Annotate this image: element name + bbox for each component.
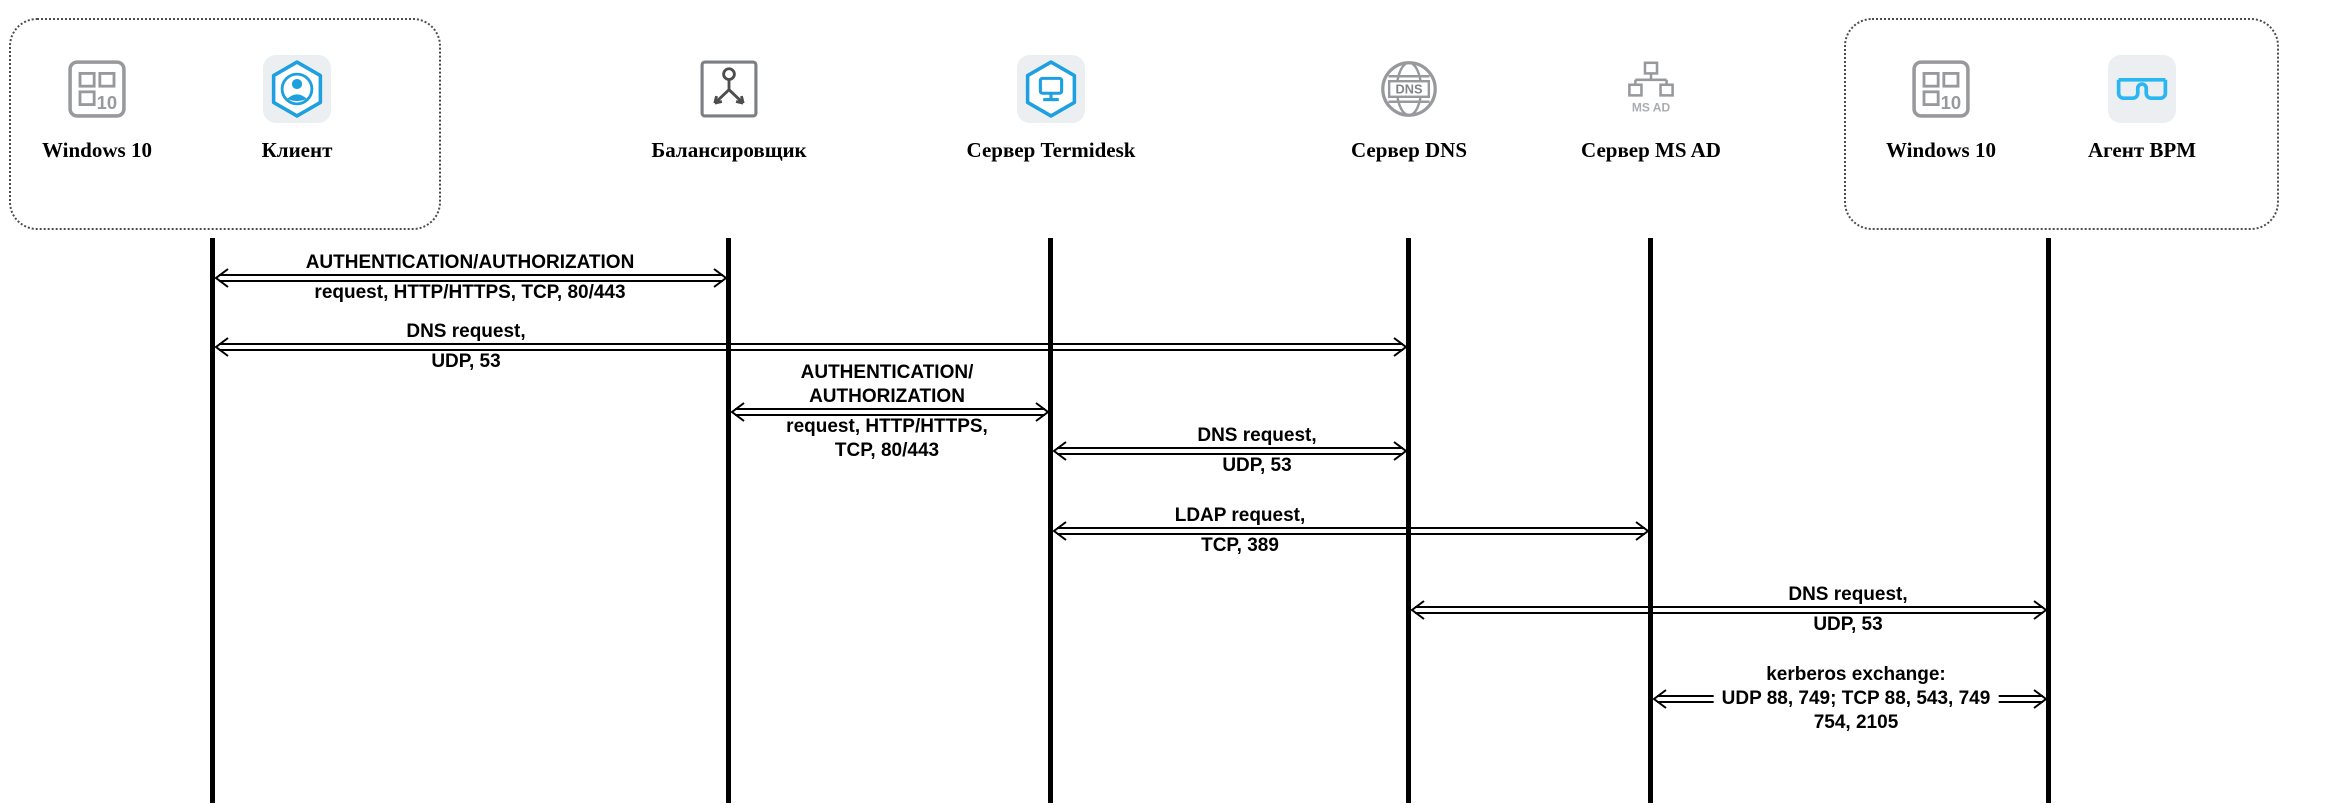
message-label: request, HTTP/HTTPS, TCP, 80/443 [314,282,626,303]
message-label: DNS request, [406,321,526,342]
agent-group-box [1844,18,2279,230]
message-label: AUTHENTICATION/AUTHORIZATION [305,252,635,273]
bpm-glasses-icon [2032,54,2252,124]
svg-text:DNS: DNS [1396,81,1423,96]
actor-client: Клиент [187,54,407,163]
actor-windows10-left: 10 Windows 10 [0,54,207,163]
actor-label: Сервер MS AD [1581,138,1721,162]
actor-label: Сервер Termidesk [966,138,1136,162]
actor-label: Сервер DNS [1350,138,1468,162]
message-label: DNS request, [1788,584,1908,605]
actor-msad: MS AD Сервер MS AD [1541,54,1761,163]
actor-bpm-agent: Агент BPM [2032,54,2252,163]
arrow-dns-bpm [1409,598,2049,622]
message-label: LDAP request, [1174,505,1306,526]
svg-text:MS AD: MS AD [1632,101,1671,115]
message-label: UDP, 53 [1813,614,1883,635]
lifeline-client [210,238,215,803]
actor-label: Windows 10 [42,138,152,162]
client-hexagon-icon [187,54,407,124]
actor-balancer: Балансировщик [619,54,839,163]
lifeline-termidesk [1048,238,1053,803]
termidesk-hexagon-icon [941,54,1161,124]
msad-tree-icon: MS AD [1541,54,1761,124]
message-label: UDP, 53 [431,351,501,372]
message-label: DNS request, [1197,425,1317,446]
load-balancer-icon [619,54,839,124]
actor-dns: DNS Сервер DNS [1299,54,1519,163]
arrow-auth-client-balancer [213,266,729,290]
lifeline-dns [1406,238,1411,803]
lifeline-balancer [726,238,731,803]
windows-10-icon: 10 [0,54,207,124]
arrow-auth-balancer-termidesk [729,400,1051,424]
svg-text:10: 10 [97,92,117,113]
actor-windows10-right: 10 Windows 10 [1831,54,2051,163]
dns-globe-icon: DNS [1299,54,1519,124]
windows-10-icon: 10 [1831,54,2051,124]
lifeline-bpm [2046,238,2051,803]
lifeline-msad [1648,238,1653,803]
message-label: TCP, 389 [1201,535,1279,556]
svg-text:10: 10 [1941,92,1961,113]
message-label: request, HTTP/HTTPS, TCP, 80/443 [786,416,988,461]
message-label: UDP 88, 749; TCP 88, 543, 749 [1713,687,1999,711]
arrow-dns-client [213,335,1409,359]
arrow-ldap-termidesk-msad [1051,519,1651,543]
message-label: kerberos exchange: [1766,664,1946,685]
client-group-box [9,18,441,230]
message-label: AUTHENTICATION/ AUTHORIZATION [800,362,974,407]
actor-label: Агент BPM [2087,138,2197,162]
arrow-dns-termidesk [1051,439,1409,463]
actor-label: Балансировщик [651,138,807,162]
actor-label: Windows 10 [1886,138,1996,162]
actor-label: Клиент [261,138,333,162]
message-label: 754, 2105 [1813,712,1899,733]
message-label: UDP, 53 [1222,455,1292,476]
actor-termidesk: Сервер Termidesk [941,54,1161,163]
